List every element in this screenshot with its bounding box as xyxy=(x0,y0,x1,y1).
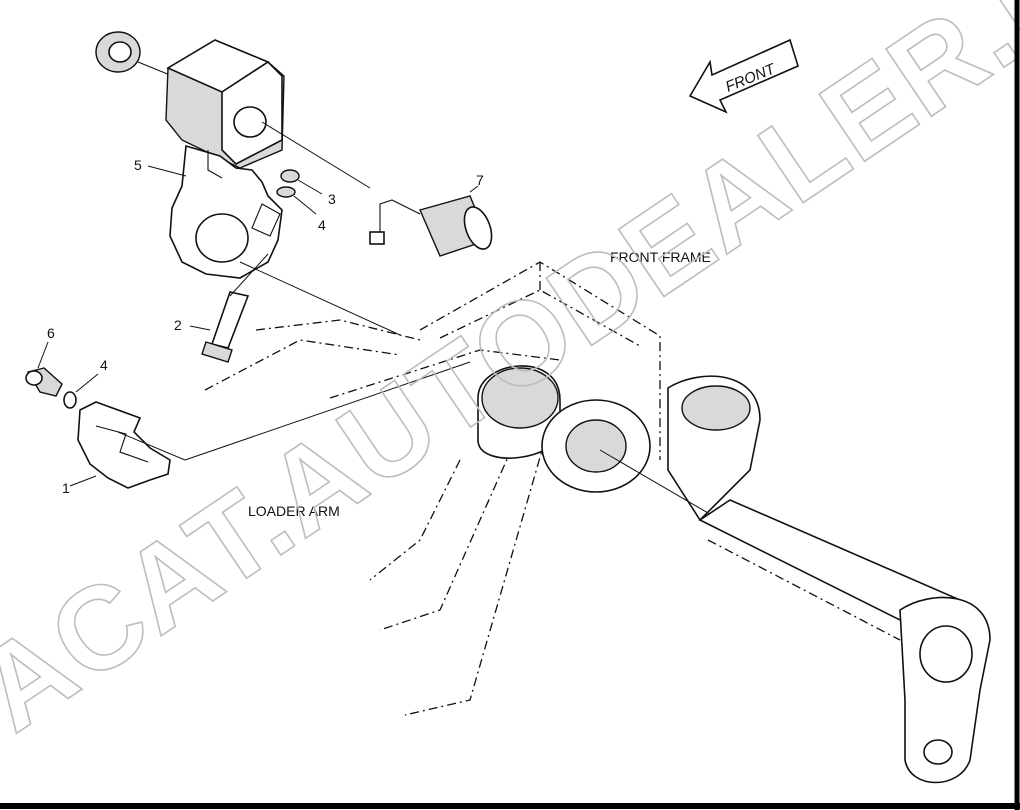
target-plate-icon xyxy=(69,401,186,489)
watermark-text: ACAT.AUTODEALER.RU xyxy=(0,0,1020,757)
bolt-icon xyxy=(189,253,269,363)
nut-washer-icon xyxy=(276,169,323,215)
callout-4b: 4 xyxy=(100,357,108,373)
callout-3: 3 xyxy=(328,191,336,207)
front-frame-outline xyxy=(204,261,661,716)
callout-4a: 4 xyxy=(318,217,326,233)
bracket-assembly-icon xyxy=(165,39,371,279)
loader-arm-label: LOADER ARM xyxy=(248,503,340,519)
callout-6: 6 xyxy=(47,325,55,341)
callout-2: 2 xyxy=(174,317,182,333)
pivot-pin-icon xyxy=(599,449,991,784)
callout-1: 1 xyxy=(62,480,70,496)
screw-washer-icon xyxy=(25,341,99,409)
front-arrow-icon: FRONT xyxy=(688,38,799,114)
callout-7: 7 xyxy=(476,172,484,188)
nut-top-icon xyxy=(95,31,171,76)
pivot-bosses-icon xyxy=(477,365,761,522)
callout-5: 5 xyxy=(134,157,142,173)
proximity-sensor-icon xyxy=(369,185,493,257)
front-frame-label: FRONT FRAME xyxy=(610,249,711,265)
